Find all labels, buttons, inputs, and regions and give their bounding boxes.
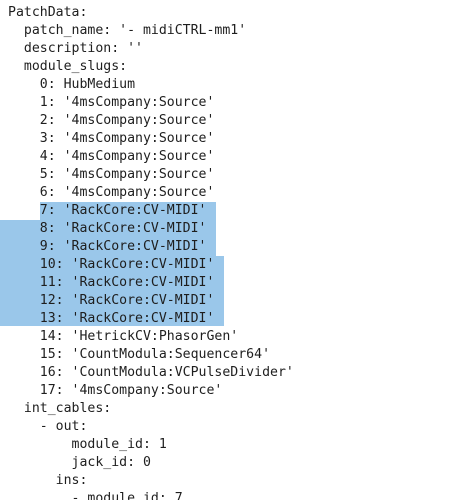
code-line: 0: HubMedium xyxy=(8,77,136,92)
code-line: 17: '4msCompany:Source' xyxy=(8,383,223,398)
code-line: 14: 'HetrickCV:PhasorGen' xyxy=(8,329,239,344)
code-line: 2: '4msCompany:Source' xyxy=(8,113,215,128)
code-line-selected: 12: 'RackCore:CV-MIDI' xyxy=(8,293,215,308)
code-line: 1: '4msCompany:Source' xyxy=(8,95,215,110)
code-line: module_slugs: xyxy=(8,59,128,74)
code-line: PatchData: xyxy=(8,5,88,20)
code-line: 15: 'CountModula:Sequencer64' xyxy=(8,347,271,362)
text-selection xyxy=(0,256,224,326)
code-line-selected: 11: 'RackCore:CV-MIDI' xyxy=(8,275,215,290)
code-line-selected: 13: 'RackCore:CV-MIDI' xyxy=(8,311,215,326)
code-line: description: '' xyxy=(8,41,143,56)
code-line: ins: xyxy=(8,473,88,488)
code-line: patch_name: '- midiCTRL-mm1' xyxy=(8,23,247,38)
code-line: 16: 'CountModula:VCPulseDivider' xyxy=(8,365,294,380)
code-line: - out: xyxy=(8,419,88,434)
code-line-selected: 7: 'RackCore:CV-MIDI' xyxy=(8,203,207,218)
code-line-selected: 10: 'RackCore:CV-MIDI' xyxy=(8,257,215,272)
code-line: jack_id: 0 xyxy=(8,455,151,470)
code-line: - module_id: 7 xyxy=(8,491,183,500)
code-line: 4: '4msCompany:Source' xyxy=(8,149,215,164)
code-line: 5: '4msCompany:Source' xyxy=(8,167,215,182)
code-line: module_id: 1 xyxy=(8,437,167,452)
code-line: 6: '4msCompany:Source' xyxy=(8,185,215,200)
code-line: int_cables: xyxy=(8,401,112,416)
code-line: 3: '4msCompany:Source' xyxy=(8,131,215,146)
code-line-selected: 9: 'RackCore:CV-MIDI' xyxy=(8,239,207,254)
text-selection xyxy=(0,202,40,220)
code-line-selected: 8: 'RackCore:CV-MIDI' xyxy=(8,221,207,236)
